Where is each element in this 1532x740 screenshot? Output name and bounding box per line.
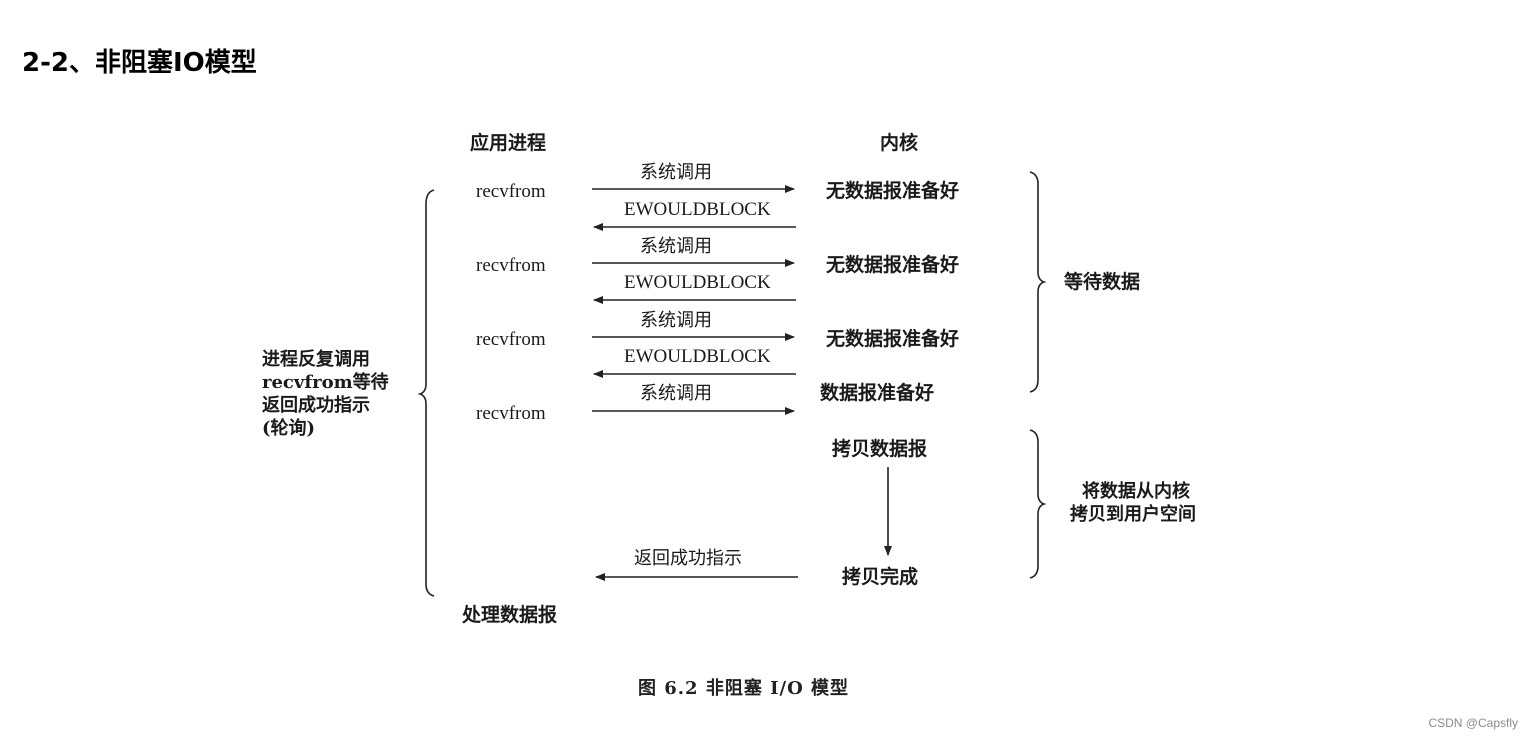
ewouldblock-label: EWOULDBLOCK	[624, 199, 771, 220]
polling-note: 进程反复调用 recvfrom等待 返回成功指示 (轮询)	[262, 348, 402, 440]
syscall-label: 系统调用	[640, 383, 712, 404]
kernel-header: 内核	[880, 132, 919, 154]
page-title: 2-2、非阻塞IO模型	[22, 48, 257, 78]
copy-complete-label: 拷贝完成	[842, 566, 919, 588]
watermark: CSDN @Capsfly	[1428, 716, 1518, 730]
kernel-not-ready-label: 无数据报准备好	[826, 180, 960, 202]
polling-note-line: recvfrom等待	[262, 372, 389, 393]
kernel-ready-label: 数据报准备好	[820, 382, 935, 404]
ewouldblock-label: EWOULDBLOCK	[624, 272, 771, 293]
left-brace	[417, 189, 435, 597]
wait-data-brace	[1029, 171, 1047, 393]
recvfrom-label: recvfrom	[476, 255, 546, 276]
kernel-not-ready-label: 无数据报准备好	[826, 254, 960, 276]
syscall-label: 系统调用	[640, 162, 712, 183]
recvfrom-label: recvfrom	[476, 181, 546, 202]
copy-note-line: 拷贝到用户空间	[1070, 504, 1196, 525]
copy-datagram-label: 拷贝数据报	[832, 438, 928, 460]
ewouldblock-label: EWOULDBLOCK	[624, 346, 771, 367]
polling-note-line: 进程反复调用	[262, 349, 370, 370]
syscall-label: 系统调用	[640, 236, 712, 257]
polling-note-line: 返回成功指示	[262, 395, 370, 416]
kernel-not-ready-label: 无数据报准备好	[826, 328, 960, 350]
copy-brace	[1029, 429, 1047, 579]
process-datagram-label: 处理数据报	[462, 604, 558, 626]
figure-caption: 图 6.2 非阻塞 I/O 模型	[638, 678, 850, 699]
polling-note-line: (轮询)	[262, 418, 316, 439]
recvfrom-label: recvfrom	[476, 329, 546, 350]
syscall-label: 系统调用	[640, 310, 712, 331]
recvfrom-label: recvfrom	[476, 403, 546, 424]
wait-data-label: 等待数据	[1064, 271, 1141, 293]
copy-note: 将数据从内核 拷贝到用户空间	[1070, 480, 1250, 526]
copy-note-line: 将数据从内核	[1082, 481, 1190, 502]
app-process-header: 应用进程	[470, 132, 547, 154]
return-success-label: 返回成功指示	[634, 548, 742, 569]
